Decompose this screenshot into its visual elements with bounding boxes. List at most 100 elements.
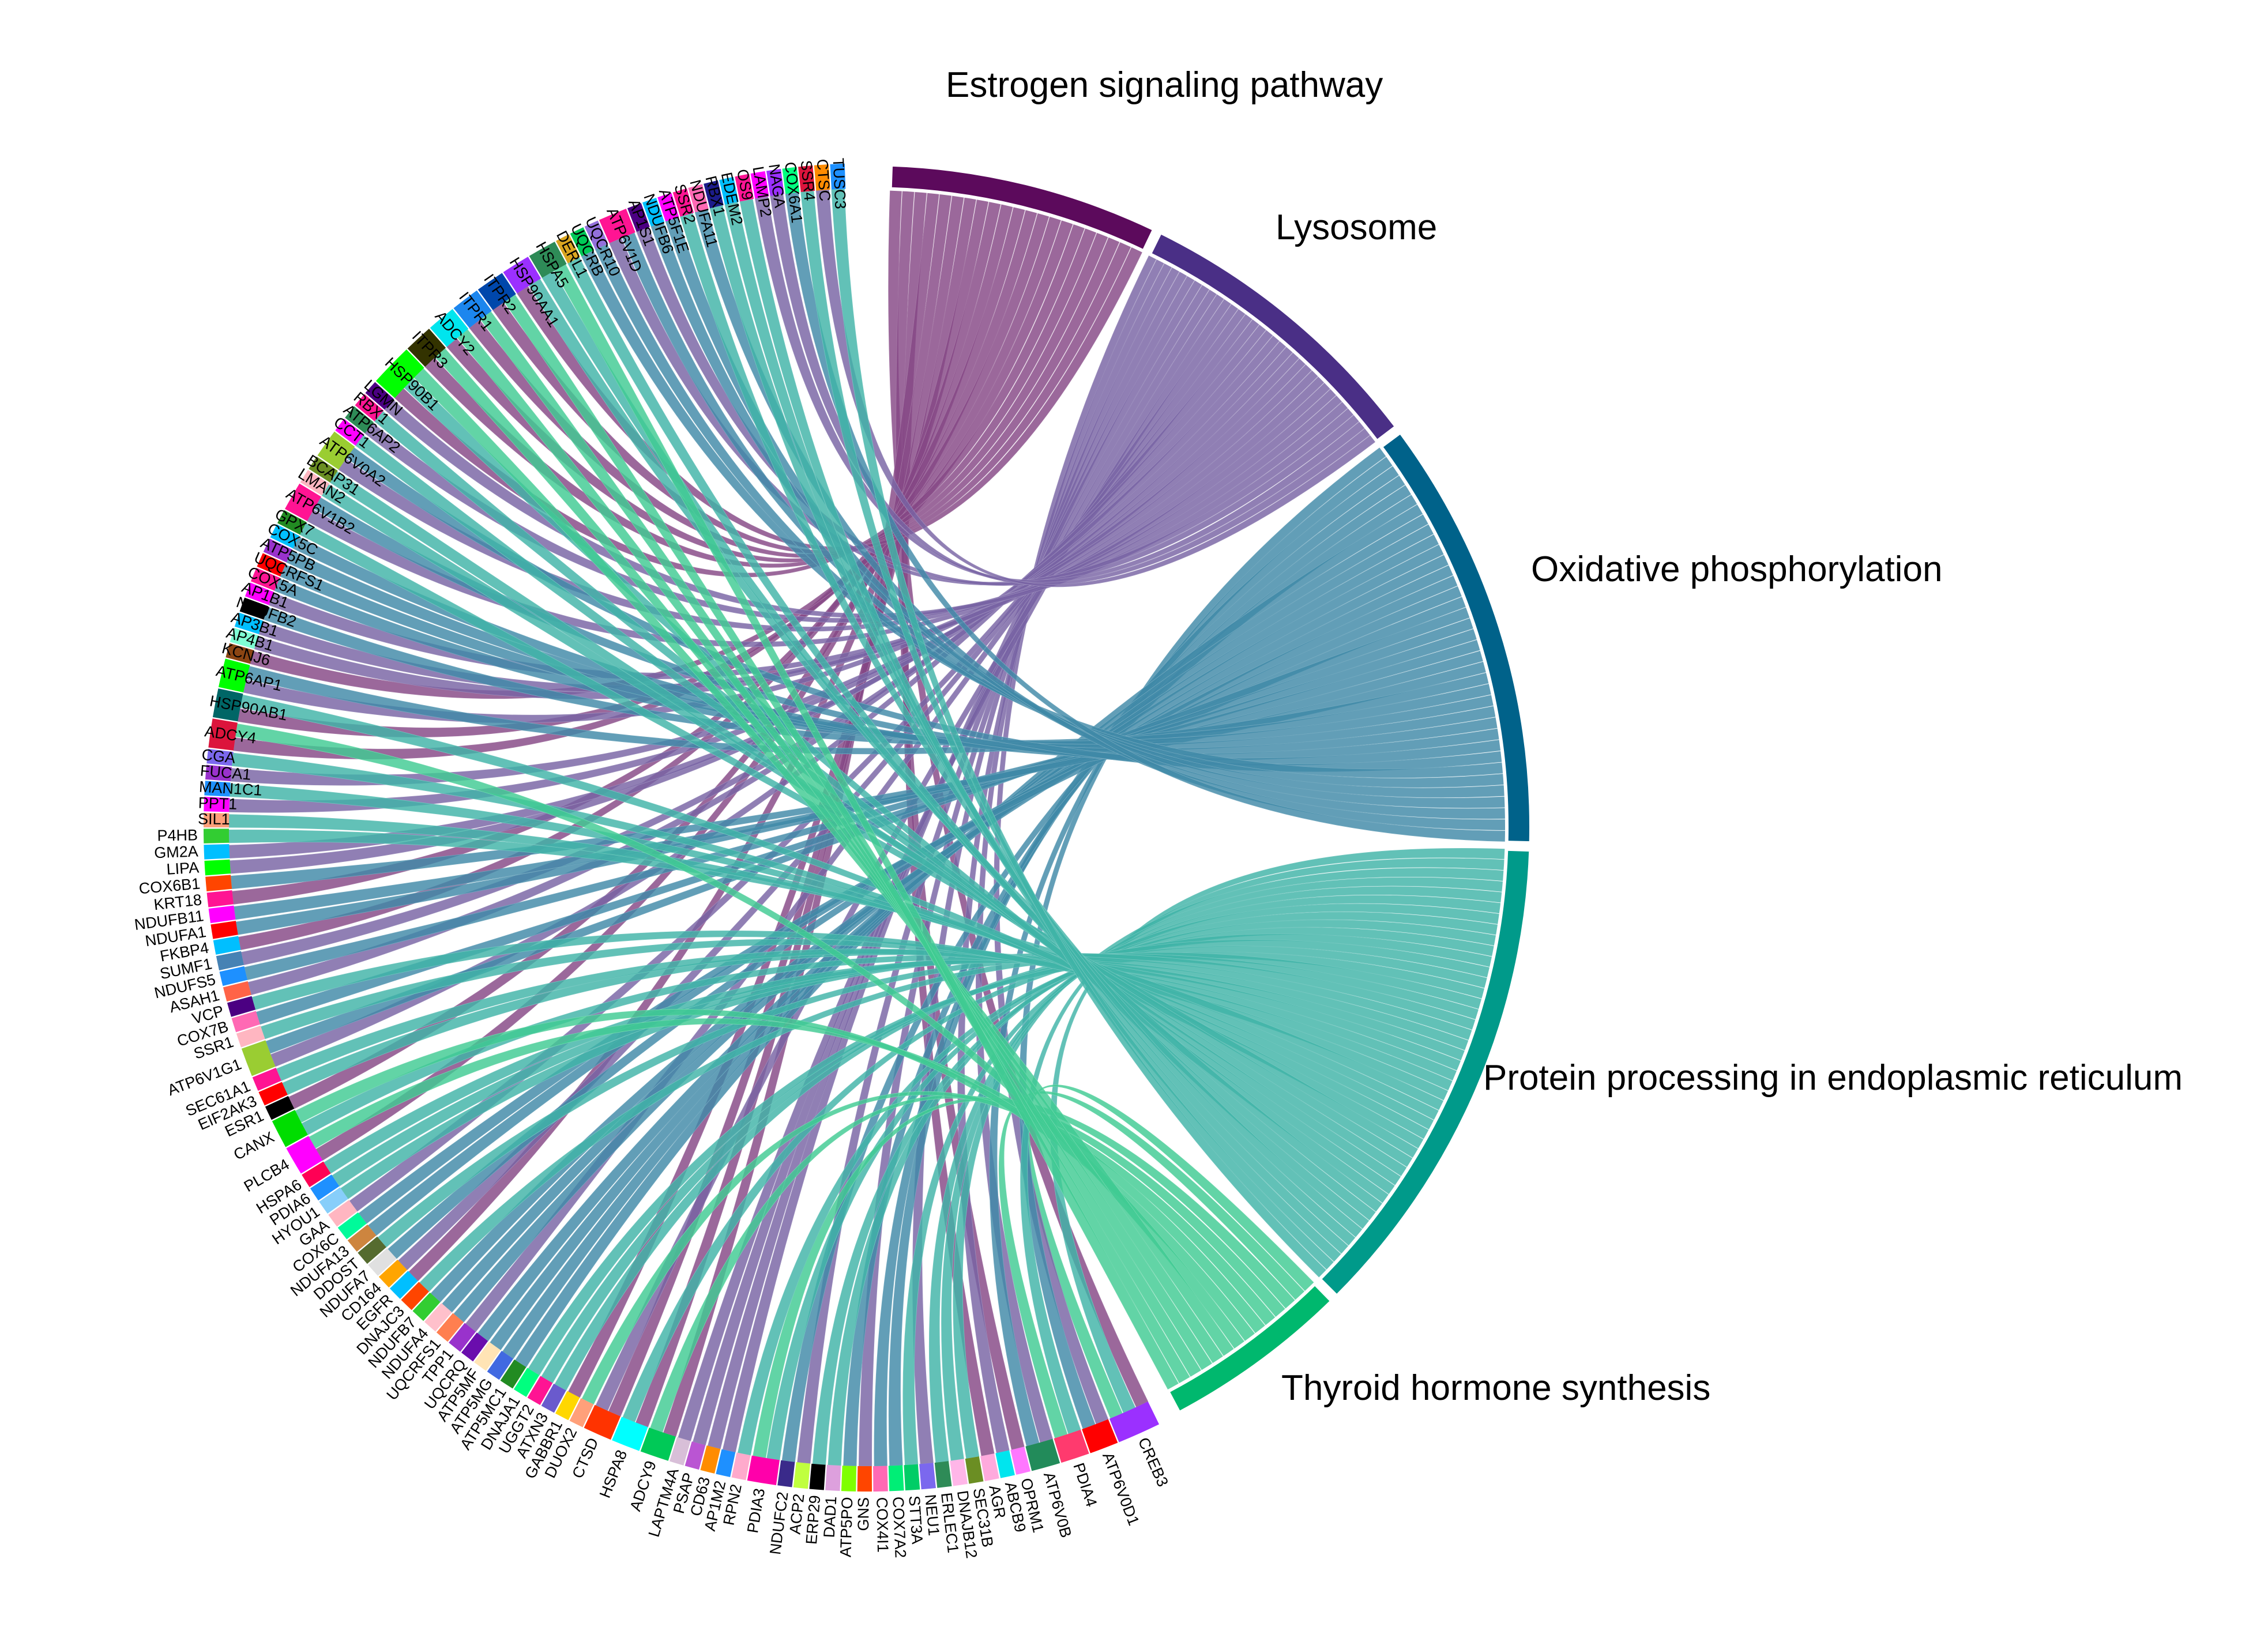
gene-block [688, 184, 709, 213]
gene-block [368, 1248, 397, 1276]
gene-block [335, 419, 364, 446]
gene-label: COX4I1 [873, 1497, 892, 1553]
gene-block [670, 1437, 691, 1466]
gene-block [212, 688, 243, 722]
gene-block [213, 936, 241, 955]
chord-ribbon [831, 189, 1328, 1279]
gene-block [640, 1428, 676, 1461]
gene-block [919, 1463, 936, 1490]
gene-block [210, 921, 238, 939]
gene-block [252, 1068, 281, 1091]
gene-block [337, 1212, 367, 1240]
gene-block [716, 1449, 736, 1477]
gene-block [277, 510, 307, 535]
gene-label: COX7A2 [889, 1496, 909, 1558]
gene-block [258, 1082, 288, 1106]
gene-block [208, 905, 236, 924]
chord-ribbon [754, 196, 1367, 583]
gene-label: ACP2 [786, 1493, 807, 1535]
gene-block [218, 658, 250, 693]
gene-block [888, 1465, 904, 1492]
gene-block [487, 1350, 514, 1380]
gene-block [219, 966, 248, 986]
gene-label: SSR4 [798, 160, 818, 202]
gene-block [204, 859, 231, 876]
gene-block [1025, 1438, 1060, 1471]
gene-block [204, 812, 230, 828]
pathway-arc [1147, 229, 1399, 444]
gene-block [412, 1292, 441, 1321]
gene-block [206, 890, 234, 907]
pathway-label: Estrogen signaling pathway [946, 65, 1383, 105]
gene-label: DAD1 [821, 1496, 840, 1538]
gene-block [302, 1161, 331, 1188]
gene-block [1054, 1429, 1089, 1463]
chord-ribbon [770, 194, 1372, 585]
gene-block [310, 1174, 340, 1201]
gene-block [317, 431, 355, 470]
pathway-label: Thyroid hormone synthesis [1281, 1368, 1710, 1408]
gene-block [809, 1463, 826, 1490]
gene-block [227, 996, 256, 1017]
gene-block [584, 220, 608, 250]
gene-block [513, 1368, 540, 1398]
gene-block [345, 406, 374, 434]
gene-block [216, 951, 245, 971]
gene-block [857, 1466, 872, 1492]
gene-label: MAN1C1 [198, 778, 262, 799]
gene-block [825, 1464, 841, 1491]
gene-block [270, 524, 300, 549]
gene-block [461, 1332, 488, 1362]
gene-block [980, 1453, 999, 1482]
gene-block [230, 628, 259, 649]
gene-block [236, 1025, 265, 1048]
gene-label: GM2A [154, 842, 199, 861]
gene-labels: CREB3ATP6V0D1PDIA4ATP6V0BOPRM1ABCB9AGRSE… [133, 157, 1172, 1559]
gene-block [204, 796, 230, 812]
gene-label: ATP5PO [837, 1497, 856, 1557]
gene-label: SIL1 [198, 810, 230, 828]
gene-label: CTSC [814, 159, 834, 202]
gene-block [401, 1282, 429, 1310]
gene-block [477, 273, 516, 310]
gene-block [541, 1383, 566, 1413]
gene-block [584, 1404, 621, 1440]
gene-block [500, 1359, 526, 1389]
gene-block [934, 1461, 952, 1488]
gene-block [735, 174, 754, 202]
gene-block [777, 1460, 795, 1487]
gene-block [265, 1096, 295, 1120]
gene-block [995, 1450, 1015, 1478]
pathway-arc [1378, 430, 1533, 845]
gene-block [250, 567, 280, 591]
gene-block [347, 1224, 377, 1252]
gene-block [225, 643, 254, 664]
gene-block [205, 875, 232, 892]
gene-block [830, 163, 846, 190]
gene-block [841, 1466, 857, 1492]
gene-block [223, 981, 251, 1002]
gene-block [375, 349, 424, 398]
gene-block [950, 1459, 968, 1486]
gene-label: PPT1 [198, 794, 238, 812]
gene-block [358, 1236, 386, 1264]
gene-block [263, 538, 293, 563]
gene-label: ERP29 [803, 1494, 824, 1545]
chord-ribbon [1025, 1084, 1315, 1419]
chord-ribbon [469, 235, 1120, 558]
gene-block [241, 1040, 276, 1076]
gene-block [570, 227, 595, 257]
gene-block [365, 382, 394, 410]
gene-block [747, 1455, 780, 1485]
gene-block [627, 203, 650, 232]
gene-blocks [204, 163, 1160, 1492]
gene-block [449, 1323, 476, 1352]
gene-block [731, 1452, 751, 1481]
pathway-label: Protein processing in endoplasmic reticu… [1483, 1058, 2183, 1098]
gene-block [206, 748, 234, 766]
gene-block [319, 1187, 348, 1214]
pathway-arcs [888, 163, 1533, 1415]
gene-block [599, 209, 635, 243]
gene-block [719, 176, 739, 205]
chord-ribbon [785, 192, 1507, 842]
